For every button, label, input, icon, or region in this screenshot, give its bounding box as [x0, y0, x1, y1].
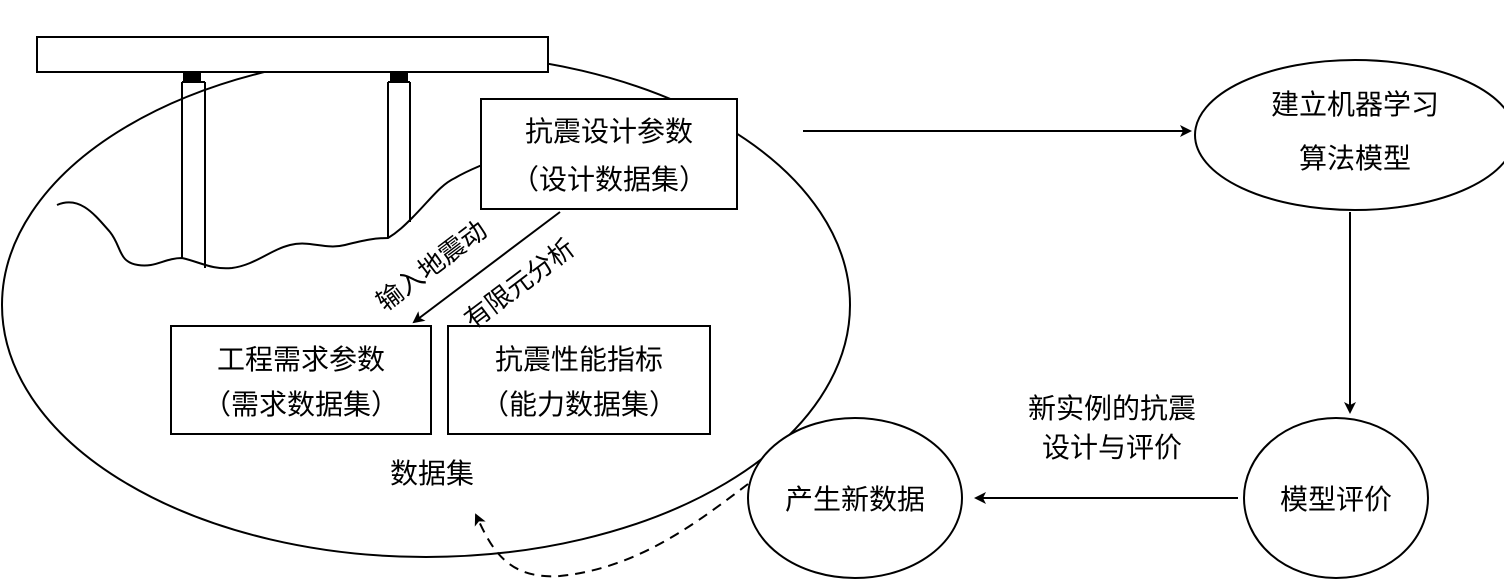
ground-line [56, 164, 483, 270]
ml-model-node: 建立机器学习 算法模型 [1194, 59, 1504, 211]
ml-model-line1: 建立机器学习 [1271, 88, 1439, 121]
pier-left [181, 81, 206, 268]
dataset-label: 数据集 [390, 457, 474, 490]
bridge-deck [36, 36, 549, 73]
capacity-params-subtitle: （能力数据集） [481, 388, 677, 421]
bridge-illustration [36, 36, 549, 270]
new-data-label: 产生新数据 [785, 483, 925, 516]
capacity-params-title: 抗震性能指标 [495, 343, 663, 376]
new-data-node: 产生新数据 [747, 417, 963, 579]
design-to-demand-arrow [412, 211, 561, 324]
demand-params-box: 工程需求参数 （需求数据集） [170, 325, 432, 435]
design-params-box: 抗震设计参数 （设计数据集） [480, 98, 738, 210]
design-params-subtitle: （设计数据集） [511, 163, 707, 196]
eval-arrow-label-line2: 设计与评价 [1042, 431, 1182, 464]
bearing-right [390, 72, 408, 82]
bearing-left [183, 72, 201, 82]
newdata-to-dataset-dashed-arrow [474, 483, 749, 578]
capacity-params-box: 抗震性能指标 （能力数据集） [447, 325, 711, 435]
ml-model-line2: 算法模型 [1299, 142, 1411, 175]
demand-params-title: 工程需求参数 [217, 343, 385, 376]
model-eval-node: 模型评价 [1243, 417, 1429, 579]
eval-arrow-label-line1: 新实例的抗震 [1028, 392, 1196, 425]
model-eval-label: 模型评价 [1280, 483, 1392, 516]
demand-params-subtitle: （需求数据集） [203, 388, 399, 421]
design-params-title: 抗震设计参数 [525, 115, 693, 148]
pier-right [387, 81, 411, 238]
